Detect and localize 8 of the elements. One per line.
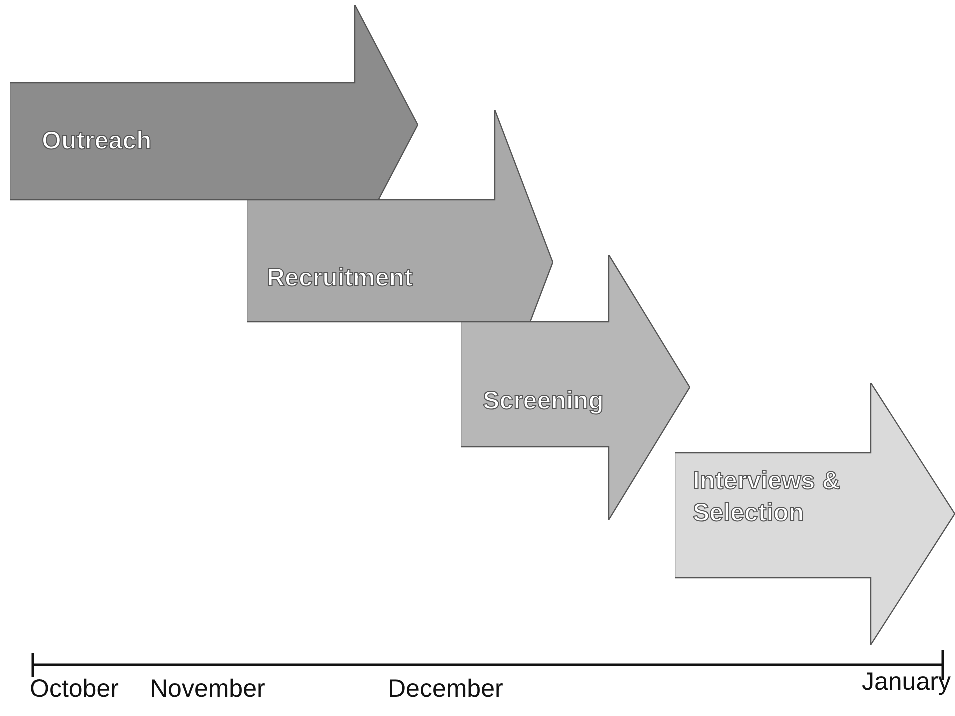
- month-label: October: [30, 675, 119, 704]
- month-label: January: [862, 668, 951, 697]
- step-label: Outreach: [42, 126, 153, 157]
- step-label: Interviews & Selection: [693, 466, 842, 529]
- step-label: Recruitment: [267, 263, 414, 294]
- month-label: November: [150, 675, 266, 704]
- month-label: December: [388, 675, 504, 704]
- step-label: Screening: [483, 386, 605, 417]
